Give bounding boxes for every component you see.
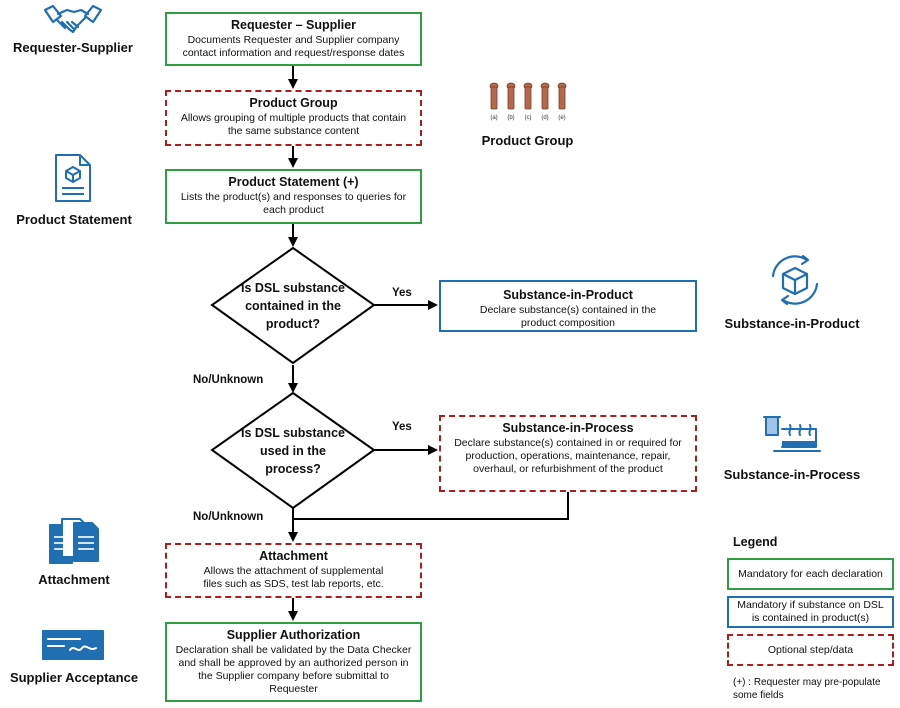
legend-optional: Optional step/data [727, 634, 894, 666]
product-cycle-icon [771, 254, 819, 306]
substance-in-process-desc: Declare substance(s) contained in or req… [454, 437, 682, 475]
product-group-desc: Allows grouping of multiple products tha… [180, 112, 407, 137]
legend-note: (+) : Requester may pre-populate some fi… [733, 677, 881, 701]
legend-mandatory-if: Mandatory if substance on DSL is contain… [727, 596, 894, 628]
substance-in-process-title: Substance-in-Process [502, 421, 634, 435]
side-label-attachment: Attachment [38, 572, 110, 587]
side-label-product-group: Product Group [481, 133, 574, 148]
yes-label-2: Yes [392, 421, 412, 433]
side-label-requester-supplier: Requester-Supplier [13, 40, 133, 55]
supplier-authorization-box: Supplier Authorization Declaration shall… [165, 622, 422, 702]
side-label-product-statement: Product Statement [16, 212, 132, 227]
legend-title: Legend [733, 535, 778, 549]
attachment-desc: Allows the attachment of supplemental fi… [203, 565, 384, 590]
supplier-authorization-desc: Declaration shall be validated by the Da… [175, 644, 412, 695]
handshake-icon [43, 4, 103, 34]
substance-in-product-title: Substance-in-Product [503, 288, 633, 302]
yes-label-1: Yes [392, 287, 412, 299]
decision-diamond-2 [210, 391, 376, 510]
product-group-sublabel-b: (b) [507, 115, 514, 121]
product-statement-desc: Lists the product(s) and responses to qu… [180, 191, 407, 216]
product-statement-title: Product Statement (+) [228, 175, 359, 189]
requester-supplier-title: Requester – Supplier [230, 18, 357, 32]
side-label-substance-in-product: Substance-in-Product [724, 316, 860, 331]
attachment-box: Attachment Allows the attachment of supp… [165, 543, 422, 598]
product-group-image: (a) (b) (c) (d) (e) [489, 82, 567, 121]
product-group-sublabel-e: (e) [558, 115, 565, 121]
lab-process-icon [763, 416, 821, 452]
attachment-title: Attachment [259, 549, 328, 563]
requester-supplier-box: Requester – Supplier Documents Requester… [165, 12, 422, 66]
supplier-acceptance-card-icon [42, 630, 104, 660]
side-label-supplier-acceptance: Supplier Acceptance [9, 670, 139, 685]
product-group-title: Product Group [249, 96, 338, 110]
product-group-sublabel-c: (c) [525, 115, 532, 121]
product-group-sublabel-d: (d) [541, 115, 548, 121]
substance-in-process-box: Substance-in-Process Declare substance(s… [439, 415, 697, 492]
product-statement-document-icon [55, 154, 91, 202]
substance-in-product-desc: Declare substance(s) contained in the pr… [479, 304, 657, 329]
legend-mandatory: Mandatory for each declaration [727, 558, 894, 590]
no-unknown-label-1: No/Unknown [193, 374, 264, 386]
attachment-documents-icon [49, 518, 99, 564]
substance-in-product-box: Substance-in-Product Declare substance(s… [439, 280, 697, 332]
product-statement-box: Product Statement (+) Lists the product(… [165, 169, 422, 224]
decision-diamond-1 [210, 246, 376, 365]
product-group-sublabel-a: (a) [490, 115, 497, 121]
decision-2-text: Is DSL substance used in the process? [241, 426, 345, 476]
decision-1-text: Is DSL substance contained in the produc… [241, 281, 345, 331]
side-label-substance-in-process: Substance-in-Process [723, 467, 861, 482]
requester-supplier-desc: Documents Requester and Supplier company… [182, 34, 405, 59]
supplier-authorization-title: Supplier Authorization [226, 628, 361, 642]
no-unknown-label-2: No/Unknown [193, 511, 264, 523]
product-group-box: Product Group Allows grouping of multipl… [165, 90, 422, 146]
